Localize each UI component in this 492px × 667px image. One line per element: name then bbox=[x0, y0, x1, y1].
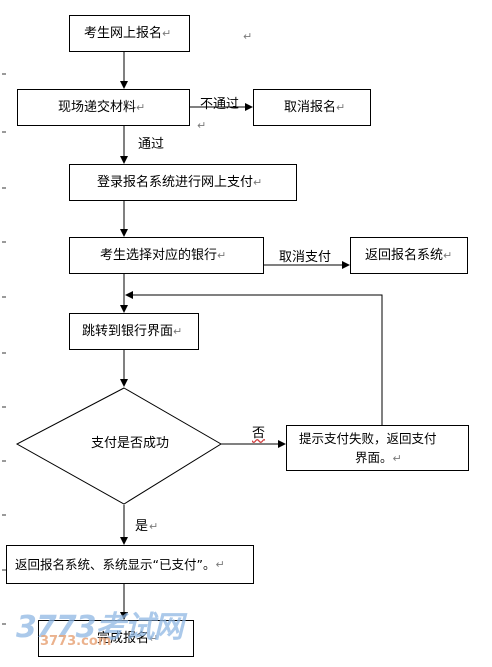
margin-mark bbox=[2, 73, 6, 75]
paragraph-mark: ↵ bbox=[243, 30, 253, 43]
paragraph-mark: ↵ bbox=[136, 100, 146, 114]
node-cancel-registration: 取消报名↵ bbox=[253, 89, 371, 126]
paragraph-mark: ↵ bbox=[215, 557, 225, 571]
paragraph-mark: ↵ bbox=[336, 100, 346, 114]
node-submit-materials: 现场递交材料↵ bbox=[17, 89, 190, 126]
paragraph-mark: ↵ bbox=[173, 324, 183, 338]
margin-mark bbox=[2, 514, 6, 516]
node-payment-failed: 提示支付失败，返回支付 界面。↵ bbox=[286, 425, 469, 471]
margin-mark bbox=[2, 460, 6, 462]
node-payment-failed-line2: 界面。 bbox=[355, 450, 393, 465]
paragraph-mark: ↵ bbox=[443, 248, 453, 262]
edge-label-yes: 是 bbox=[135, 519, 149, 534]
paragraph-mark: ↵ bbox=[149, 520, 159, 533]
watermark-url: 3773.com bbox=[40, 634, 112, 649]
edge-label-passed: 通过 bbox=[138, 137, 165, 152]
margin-mark bbox=[2, 296, 6, 298]
margin-mark bbox=[2, 352, 6, 354]
margin-mark bbox=[2, 131, 6, 133]
paragraph-mark: ↵ bbox=[392, 452, 402, 465]
margin-mark bbox=[2, 241, 6, 243]
node-login-payment-label: 登录报名系统进行网上支付 bbox=[97, 174, 254, 190]
watermark-logo: 3773考试网 bbox=[16, 610, 183, 645]
margin-mark bbox=[2, 187, 6, 189]
margin-mark bbox=[2, 569, 6, 571]
margin-mark bbox=[2, 406, 6, 408]
node-apply-online-label: 考生网上报名 bbox=[84, 25, 163, 41]
node-submit-materials-label: 现场递交材料 bbox=[58, 99, 137, 115]
node-complete: 完成报名↵ bbox=[38, 620, 194, 657]
paragraph-mark: ↵ bbox=[217, 248, 227, 262]
node-jump-to-bank-label: 跳转到银行界面 bbox=[82, 323, 174, 339]
node-back-to-system-label: 返回报名系统 bbox=[365, 247, 444, 263]
edge-label-cancel-payment: 取消支付 bbox=[279, 250, 332, 265]
edge-label-not-passed: 不通过 bbox=[200, 97, 240, 112]
paragraph-mark: ↵ bbox=[149, 631, 159, 645]
paragraph-mark: ↵ bbox=[253, 175, 263, 189]
node-jump-to-bank: 跳转到银行界面↵ bbox=[69, 313, 199, 350]
node-decision-label: 支付是否成功 bbox=[91, 436, 170, 451]
edge-failed-loop-back bbox=[125, 291, 383, 425]
edge-label-no: 否 bbox=[252, 426, 266, 441]
paragraph-mark: ↵ bbox=[197, 119, 207, 132]
node-choose-bank-label: 考生选择对应的银行 bbox=[100, 247, 218, 263]
decision-diamond bbox=[15, 387, 222, 505]
node-payment-failed-line1: 提示支付失败，返回支付 bbox=[299, 431, 437, 446]
node-cancel-registration-label: 取消报名 bbox=[284, 99, 337, 115]
node-choose-bank: 考生选择对应的银行↵ bbox=[69, 237, 264, 274]
node-login-payment: 登录报名系统进行网上支付↵ bbox=[69, 164, 297, 201]
node-paid-display-label: 返回报名系统、系统显示“已支付”。 bbox=[15, 556, 216, 572]
node-paid-display: 返回报名系统、系统显示“已支付”。↵ bbox=[6, 545, 254, 584]
node-back-to-system: 返回报名系统↵ bbox=[350, 237, 468, 274]
node-complete-label: 完成报名 bbox=[97, 630, 150, 646]
node-apply-online: 考生网上报名↵ bbox=[69, 15, 190, 52]
margin-mark bbox=[2, 623, 6, 625]
paragraph-mark: ↵ bbox=[162, 26, 172, 40]
